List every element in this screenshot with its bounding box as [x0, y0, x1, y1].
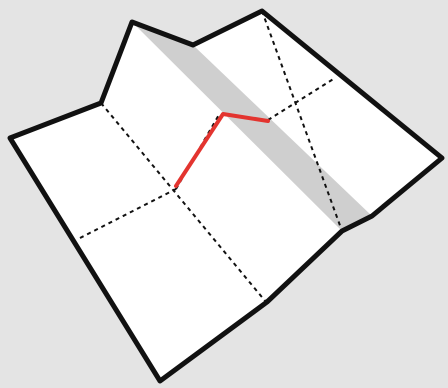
folded-map-icon [0, 0, 448, 388]
folded-map-illustration [0, 0, 448, 388]
